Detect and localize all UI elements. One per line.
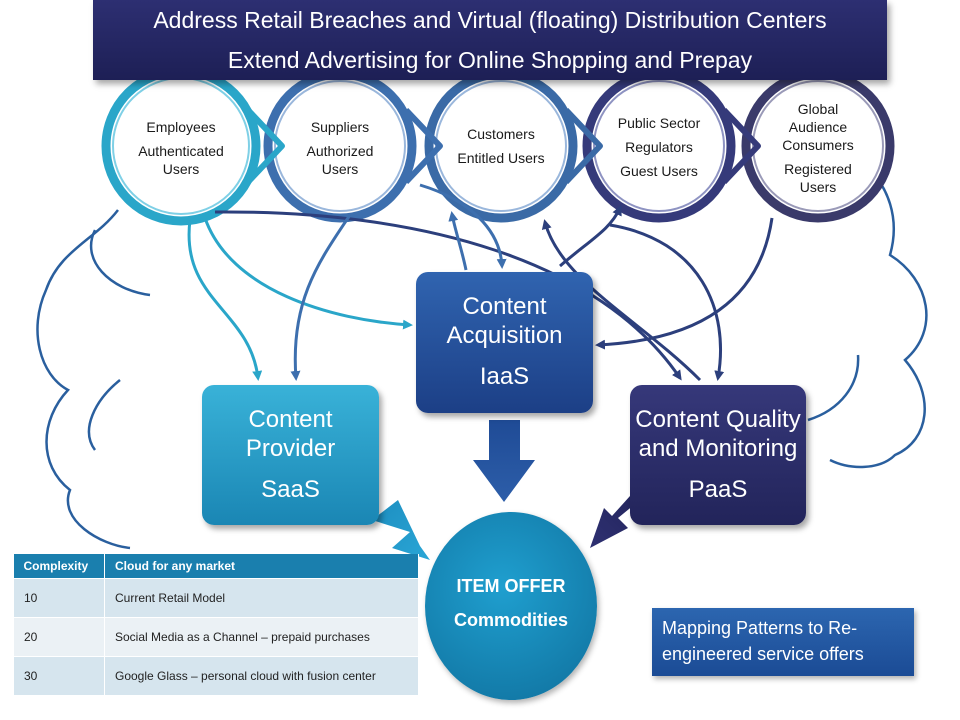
table-row: 20 Social Media as a Channel – prepaid p… [13, 617, 419, 657]
table-cell: Google Glass – personal cloud with fusio… [104, 656, 419, 696]
cloud-inner-arc [87, 229, 860, 451]
flow-arrow [203, 217, 413, 330]
flow-arrow [187, 219, 263, 381]
circle-employees [101, 66, 261, 226]
mapping-note: Mapping Patterns to Re-engineered servic… [652, 608, 914, 676]
table-cell: Current Retail Model [104, 578, 419, 618]
box-service-label: SaaS [261, 476, 320, 503]
block-arrow-quality [590, 496, 640, 548]
banner-line-1: Address Retail Breaches and Virtual (flo… [153, 7, 827, 33]
item-offer-subtitle: Commodities [453, 610, 568, 630]
flow-arrow [419, 183, 507, 269]
table-header: Cloud for any market [104, 554, 419, 579]
chevron-connector-4 [721, 107, 761, 185]
flow-arrow [609, 223, 725, 381]
content-quality-box: Content Quality and Monitoring PaaS [630, 385, 806, 525]
flow-arrow [559, 205, 622, 268]
chevron-connector-1 [245, 107, 285, 185]
box-title-line: Acquisition [446, 322, 563, 349]
circle-text-line: Authenticated [138, 143, 224, 159]
flow-arrow [541, 219, 702, 382]
circle-label-suppliers: Suppliers Authorized Users [280, 118, 400, 178]
banner-line-2: Extend Advertising for Online Shopping a… [227, 47, 753, 73]
circle-text-line: Regulators [625, 139, 693, 155]
circle-label-global-audience: Global Audience Consumers Registered Use… [758, 100, 878, 196]
circle-text-line: Users [321, 161, 359, 177]
complexity-table: Complexity Cloud for any market 10 Curre… [13, 554, 419, 696]
circle-text-line: Global [797, 101, 839, 117]
table-header: Complexity [13, 554, 105, 579]
circle-text-line: Employees [146, 119, 216, 135]
table-cell: 20 [13, 617, 105, 657]
circle-label-customers: Customers Entitled Users [441, 125, 561, 167]
box-title-line: Content Quality [635, 406, 801, 433]
box-service-label: PaaS [688, 476, 748, 503]
circle-text-line: Consumers [782, 137, 854, 153]
flow-arrow [214, 210, 682, 381]
table-header-row: Complexity Cloud for any market [13, 554, 419, 579]
circle-text-line: Registered [784, 161, 852, 177]
table-cell: 10 [13, 578, 105, 618]
circle-text-line: Customers [467, 126, 535, 142]
circle-text-line: Users [162, 161, 200, 177]
flow-arrow [448, 211, 468, 271]
circle-text-line: Public Sector [617, 115, 701, 131]
box-title-line: Provider [245, 435, 336, 462]
box-title-line: Content [248, 406, 333, 433]
circle-text-line: Users [799, 179, 837, 195]
page-banner: Address Retail Breaches and Virtual (flo… [93, 0, 887, 80]
flow-arrow [595, 217, 774, 350]
table-row: 10 Current Retail Model [13, 578, 419, 618]
flow-arrow [290, 214, 352, 381]
item-offer-circle: ITEM OFFER Commodities [425, 512, 597, 700]
circle-text-line: Entitled Users [457, 150, 545, 166]
circle-label-public-sector: Public Sector Regulators Guest Users [599, 114, 719, 180]
circle-text-line: Authorized [306, 143, 374, 159]
chevron-connector-3 [563, 107, 603, 185]
block-arrow-provider [372, 500, 430, 560]
table-row: 30 Google Glass – personal cloud with fu… [13, 656, 419, 696]
box-title-line: and Monitoring [638, 435, 798, 462]
box-service-label: IaaS [479, 363, 530, 390]
table-cell: Social Media as a Channel – prepaid purc… [104, 617, 419, 657]
cloud-outline [36, 159, 928, 550]
circle-label-employees: Employees Authenticated Users [121, 118, 241, 178]
chevron-connector-2 [403, 107, 443, 185]
content-acquisition-box: Content Acquisition IaaS [416, 272, 593, 413]
item-offer-title: ITEM OFFER [456, 576, 566, 596]
block-arrow-acquisition [473, 420, 535, 502]
box-title-line: Content [462, 293, 547, 320]
content-provider-box: Content Provider SaaS [202, 385, 379, 525]
circle-text-line: Audience [788, 119, 848, 135]
circle-text-line: Guest Users [620, 163, 698, 179]
circle-text-line: Suppliers [310, 119, 370, 135]
table-cell: 30 [13, 656, 105, 696]
